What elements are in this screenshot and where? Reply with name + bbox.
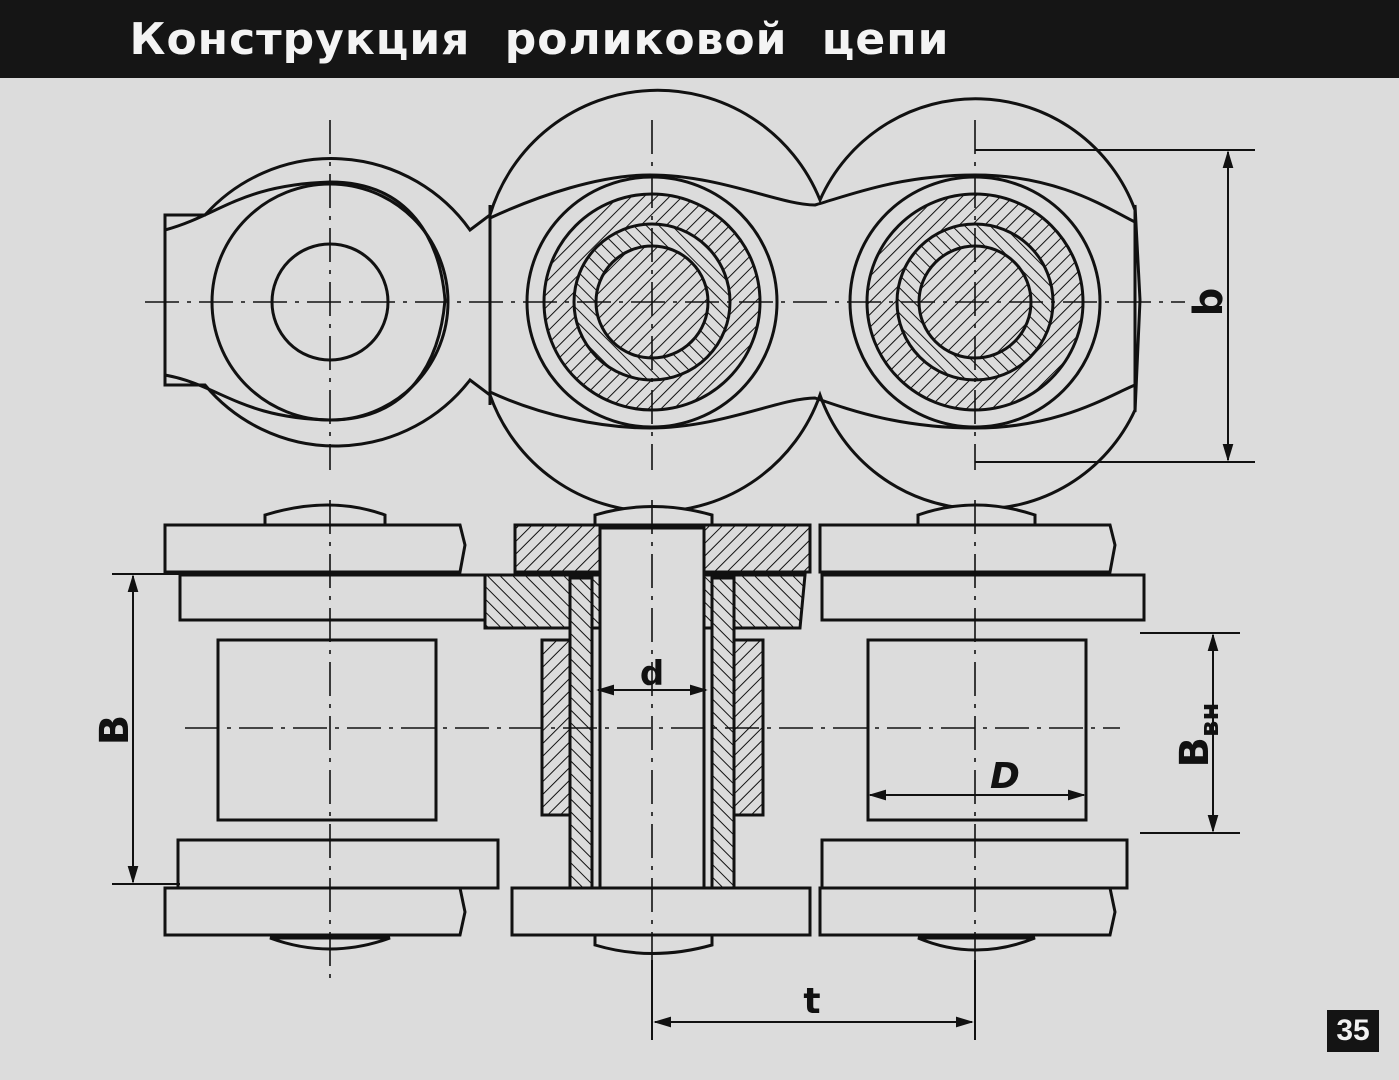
title-bar: Конструкция роликовой цепи [0, 0, 1399, 78]
outer-plate-top-right [818, 523, 1117, 574]
dimension-B [112, 573, 180, 885]
page-number-badge: 35 [1327, 1010, 1379, 1052]
side-view [163, 503, 1146, 955]
roller-right [866, 638, 1088, 822]
roller-chain-drawing: b [92, 88, 1255, 1040]
break-line-right [1133, 204, 1142, 413]
label-d: d [640, 654, 664, 694]
label-D: D [990, 756, 1020, 797]
outer-plate-bottom-right [818, 886, 1117, 937]
inner-plate-top-left [178, 573, 487, 622]
plate-waist-bottom [489, 383, 1136, 430]
inner-plate-top-right [820, 573, 1146, 622]
roller-left [216, 638, 438, 822]
label-B-inner: Bвн [1172, 703, 1225, 768]
page-title: Конструкция роликовой цепи [129, 13, 950, 65]
outer-plate-bottom-left [163, 886, 467, 937]
bushing-left [568, 576, 594, 890]
dimension-B-inner [1140, 632, 1240, 834]
plate-waist-top [489, 173, 1136, 224]
pin-head-bottom-middle [593, 933, 714, 955]
outer-plate-bottom-middle [510, 886, 812, 937]
inner-plate-contour [164, 180, 447, 422]
outer-plate-top-left [163, 523, 467, 574]
label-B-inner-base: B [1172, 737, 1218, 768]
pin-head-top-left [263, 503, 387, 527]
bushing-right [710, 576, 736, 890]
inner-plate-bottom-left [176, 838, 500, 890]
pin-head-bottom-right [917, 936, 1036, 952]
pin-head-top-middle [593, 505, 714, 530]
label-B: B [92, 715, 138, 746]
label-b: b [1186, 288, 1232, 317]
center-lines-top [145, 120, 1185, 470]
label-B-inner-sub: вн [1195, 703, 1225, 737]
label-t: t [803, 981, 820, 1022]
dimension-t [651, 960, 976, 1040]
dimension-b [975, 149, 1255, 463]
center-lines-side [185, 500, 1120, 985]
pin-head-top-right [916, 503, 1037, 527]
